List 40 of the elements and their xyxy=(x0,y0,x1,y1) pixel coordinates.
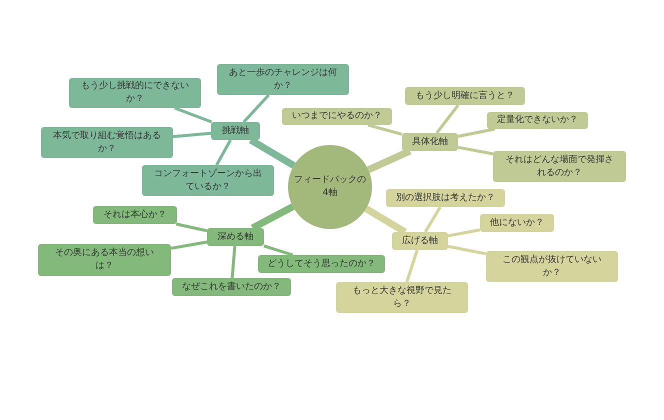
connector-line xyxy=(424,206,442,233)
connector-line xyxy=(230,246,236,278)
connector-line xyxy=(264,244,294,256)
question-box: なぜこれを書いたのか？ xyxy=(172,278,291,296)
connector-line xyxy=(448,244,486,256)
connector-line xyxy=(458,128,496,138)
connector-line xyxy=(405,250,419,282)
question-box: もう少し明確に言うと？ xyxy=(405,87,525,105)
connector-line xyxy=(436,104,460,134)
branch-box: 広げる軸 xyxy=(392,232,448,250)
connector-line xyxy=(215,139,232,166)
question-box: 別の選択肢は考えたか？ xyxy=(386,189,505,207)
question-box: それは本心か？ xyxy=(93,206,177,224)
connector-line xyxy=(176,222,208,232)
connector-line xyxy=(170,240,208,250)
connector-line xyxy=(448,228,480,238)
question-box: もっと大きな視野で見たら？ xyxy=(336,282,468,313)
question-box: 定量化できないか？ xyxy=(487,112,588,129)
branch-box: 具体化軸 xyxy=(402,133,458,151)
question-box: コンフォートゾーンから出ているか？ xyxy=(142,165,274,196)
branch-line xyxy=(364,206,407,235)
question-box: その奥にある本当の想いは？ xyxy=(38,244,171,276)
question-box: いつまでにやるのか？ xyxy=(282,108,392,125)
question-box: もう少し挑戦的にできないか？ xyxy=(69,78,201,108)
question-box: 本気で取り組む覚悟はあるか？ xyxy=(41,127,173,158)
question-box: どうしてそう思ったのか？ xyxy=(258,255,385,273)
branch-line xyxy=(366,148,412,173)
connector-line xyxy=(172,132,212,138)
question-box: あと一歩のチャレンジは何か？ xyxy=(217,64,349,95)
question-box: 他にないか？ xyxy=(480,214,554,232)
branch-line xyxy=(248,137,296,169)
center-circle: フィードバックの4軸 xyxy=(288,145,372,229)
branch-box: 深める軸 xyxy=(207,228,264,246)
connector-line xyxy=(458,146,494,156)
branch-box: 挑戦軸 xyxy=(211,122,260,140)
question-box: それはどんな場面で発揮されるのか？ xyxy=(493,151,626,182)
connector-line xyxy=(368,124,402,136)
connector-line xyxy=(242,94,270,124)
question-box: この観点が抜けていないか？ xyxy=(486,251,618,282)
connector-line xyxy=(174,106,212,124)
